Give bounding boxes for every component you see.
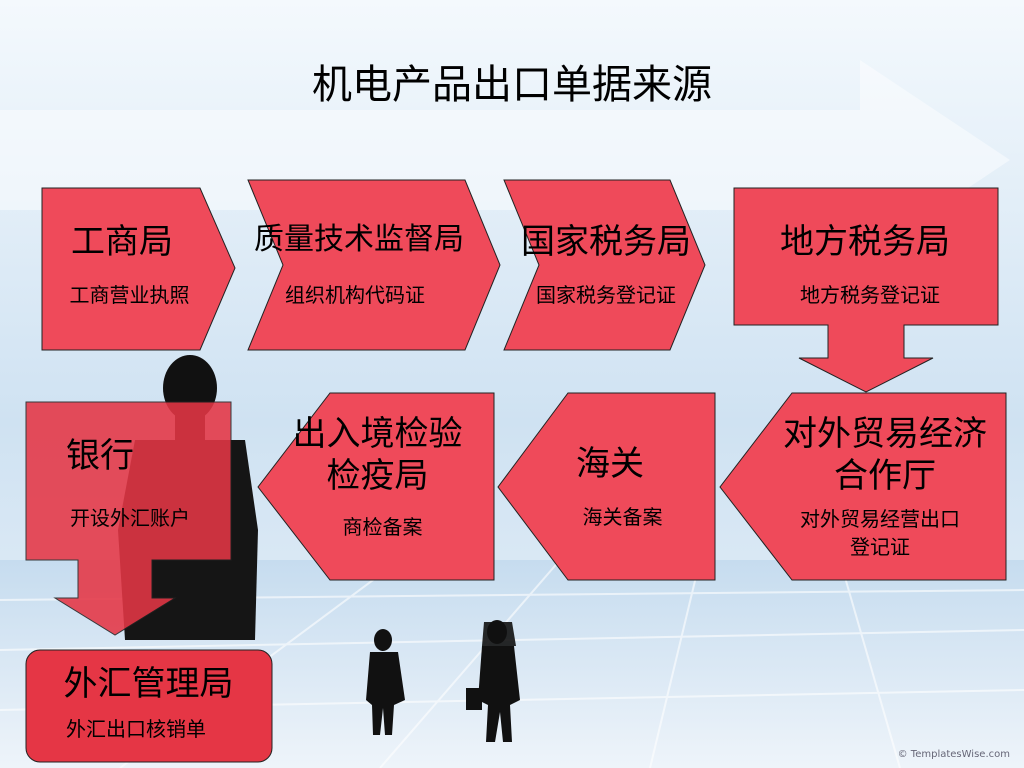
node-yinhang-title: 银行 [66,436,134,476]
node-jianyi-doc: 商检备案 [342,515,423,539]
yinhang-shape [25,401,232,636]
node-guoshui-title: 国家税务局 [521,222,691,262]
node-waimao-title-line1: 对外贸易经济 [783,414,987,454]
node-dishui-doc: 地方税务登记证 [800,283,940,307]
jianyi-shape [257,392,495,581]
haiguan-shape [497,392,716,581]
node-jianyi-title-line1: 出入境检验 [292,414,463,454]
node-waimao-doc-line1: 对外贸易经营出口 [800,507,960,531]
node-zhiliang-doc: 组织机构代码证 [285,283,425,307]
node-gongshang-doc: 工商营业执照 [69,283,190,307]
small-people-silhouettes [366,620,520,742]
copyright-text: © TemplatesWise.com [897,749,1010,760]
guoshui-shape [503,179,706,351]
node-waimao-doc-line2: 登记证 [850,535,910,559]
node-haiguan-title: 海关 [576,444,644,484]
dishui-shape [733,187,999,393]
node-waihui-title: 外汇管理局 [63,664,234,704]
node-dishui-title: 地方税务局 [780,222,950,262]
page-title: 机电产品出口单据来源 [312,62,712,108]
node-gongshang-title: 工商局 [71,222,173,262]
gongshang-shape [41,187,236,351]
node-guoshui-doc: 国家税务登记证 [536,283,676,307]
node-waimao-title-line2: 合作厅 [834,456,936,496]
node-yinhang-doc: 开设外汇账户 [70,506,190,530]
node-zhiliang-title: 质量技术监督局 [254,222,464,257]
node-haiguan-doc: 海关备案 [582,505,663,529]
waimao-shape [719,392,1007,581]
zhiliang-shape [247,179,501,351]
node-jianyi-title-line2: 检疫局 [326,456,429,496]
waihui-shape [25,649,273,763]
node-waihui-doc: 外汇出口核销单 [66,717,206,741]
